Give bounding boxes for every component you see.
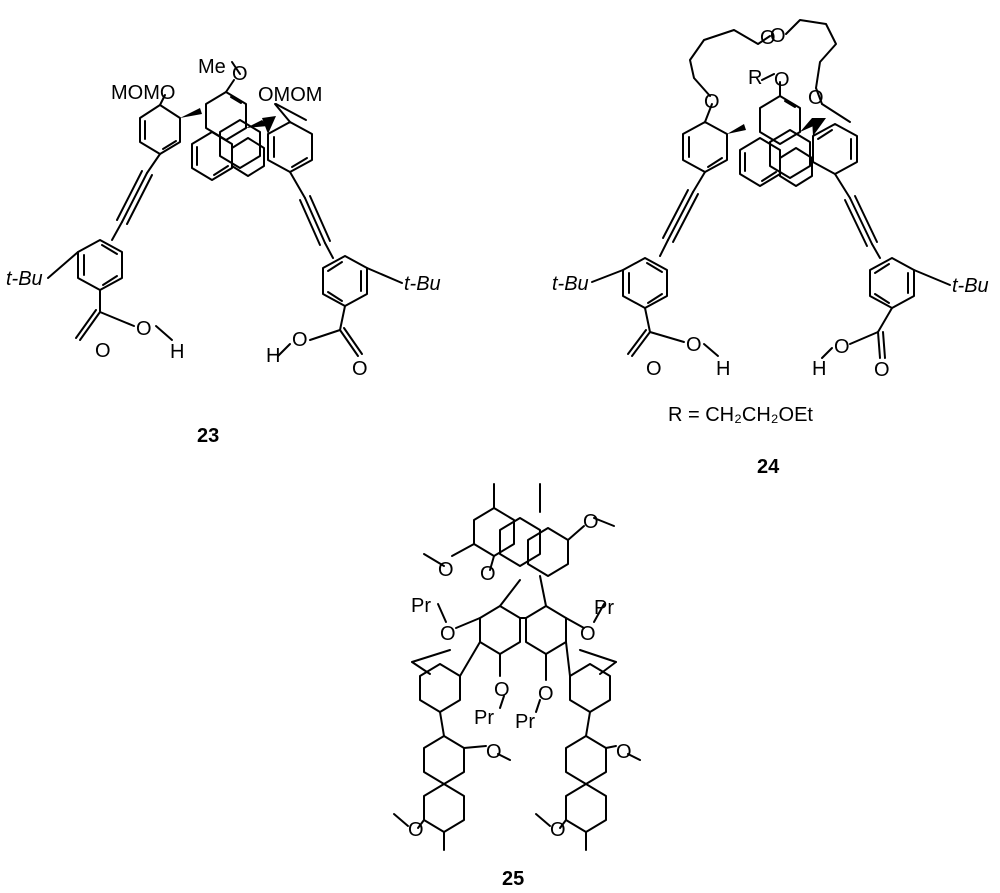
methoxy-oxygen-top-right: O (583, 511, 599, 533)
acid-hydrogen-right: H (266, 345, 280, 367)
compound-23-number: 23 (197, 425, 219, 447)
methoxy-oxygen-bottom-left-1: O (486, 741, 502, 763)
mom-o-label: MOMO (111, 82, 175, 104)
bridge-oxygen: O (480, 563, 496, 585)
compound-25-atom-labels: O O O Pr O Pr O O Pr O Pr O O O O (408, 511, 632, 841)
oxygen-label: O (232, 63, 248, 85)
tbu-label-left: t-Bu (6, 268, 43, 290)
crown-oxygen-3: O (770, 25, 786, 47)
acid-oxygen-right: O (292, 329, 308, 351)
compound-25-bonds (393, 483, 641, 851)
me-label: Me (198, 56, 226, 78)
crown-oxygen-4: O (808, 87, 824, 109)
propoxy-oxygen-upper-left: O (440, 623, 456, 645)
compound-24-number: 24 (757, 456, 780, 478)
compound-25: O O O Pr O Pr O O Pr O Pr O O O O 25 (393, 483, 641, 890)
propyl-label-lower-1: Pr (474, 707, 494, 729)
methoxy-oxygen-bottom-right-1: O (616, 741, 632, 763)
carbonyl-oxygen-left: O (95, 340, 111, 362)
carbonyl-oxygen-right: O (352, 358, 368, 380)
propyl-label-lower-2: Pr (515, 711, 535, 733)
r-group-definition: R = CH₂CH₂OEt (668, 404, 813, 426)
compound-24-atom-labels: O O O O R O t-Bu t-Bu O O H H O O (552, 25, 989, 381)
compound-23-bonds (47, 61, 403, 357)
crown-oxygen-2: O (760, 27, 776, 49)
acid-oxygen-left: O (686, 334, 702, 356)
compound-24-bonds (591, 19, 951, 359)
propoxy-oxygen-lower-2: O (538, 683, 554, 705)
compound-24: O O O O R O t-Bu t-Bu O O H H O O R = CH… (552, 19, 989, 478)
methoxy-oxygen-bottom-left-2: O (408, 819, 424, 841)
crown-oxygen-1: O (704, 91, 720, 113)
acid-oxygen-right: O (834, 336, 850, 358)
carbonyl-oxygen-right: O (874, 359, 890, 381)
methoxy-oxygen-top-left: O (438, 559, 454, 581)
propoxy-oxygen-upper-right: O (580, 623, 596, 645)
acid-oxygen-left: O (136, 318, 152, 340)
r-oxygen-label: O (774, 69, 790, 91)
tbu-label-right: t-Bu (952, 275, 989, 297)
compound-25-number: 25 (502, 868, 524, 890)
acid-hydrogen-left: H (716, 358, 730, 380)
r-group-label: R (748, 67, 762, 89)
compound-23-atom-labels: MOMO Me O OMOM t-Bu t-Bu O O H H O O (6, 56, 441, 380)
tbu-label-left: t-Bu (552, 273, 589, 295)
compound-23: MOMO Me O OMOM t-Bu t-Bu O O H H O O 23 (6, 56, 441, 447)
omom-label: OMOM (258, 84, 322, 106)
carbonyl-oxygen-left: O (646, 358, 662, 380)
tbu-label-right: t-Bu (404, 273, 441, 295)
propoxy-oxygen-lower-1: O (494, 679, 510, 701)
methoxy-oxygen-bottom-right-2: O (550, 819, 566, 841)
acid-hydrogen-right: H (812, 358, 826, 380)
propyl-label-upper-left: Pr (411, 595, 431, 617)
acid-hydrogen-left: H (170, 341, 184, 363)
propyl-label-upper-right: Pr (594, 597, 614, 619)
